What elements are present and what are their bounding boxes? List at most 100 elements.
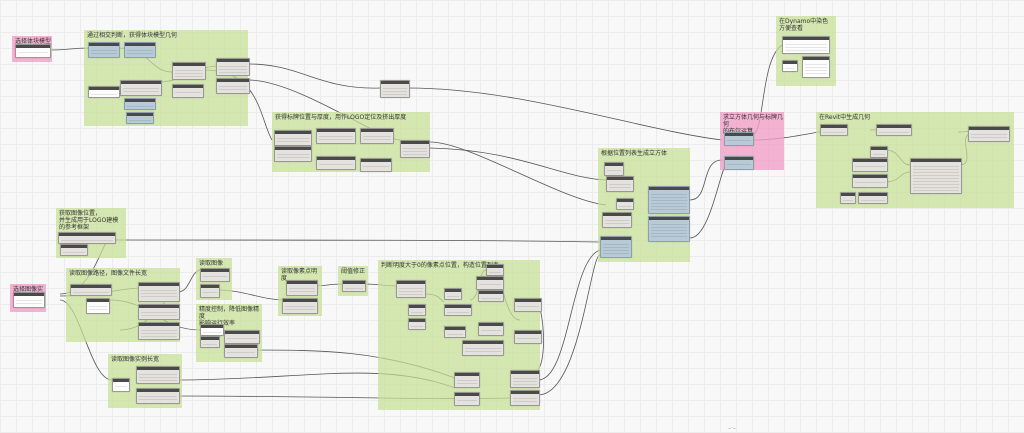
node-position-list[interactable] <box>510 390 540 406</box>
node-material[interactable] <box>852 158 888 172</box>
node-boolean[interactable] <box>126 112 154 124</box>
node-color-palette[interactable] <box>802 56 830 78</box>
node-cartesian[interactable] <box>444 304 472 316</box>
node-get-width[interactable] <box>136 366 180 384</box>
node-image-dimensions[interactable] <box>138 304 180 320</box>
node-number[interactable] <box>604 162 624 176</box>
node-point-by-coords[interactable] <box>514 298 542 312</box>
node-image-location[interactable] <box>58 232 116 244</box>
wire <box>407 87 723 141</box>
node-filter-by-bool[interactable] <box>476 276 504 290</box>
node-watch[interactable] <box>380 80 410 98</box>
node-list-flatten[interactable] <box>478 290 504 302</box>
wire <box>537 254 601 396</box>
group-title: 根据位置列表生成立方体 <box>601 150 668 157</box>
group-title: 读取图像路径，图像文件长宽 <box>69 270 148 277</box>
node-get-parameter[interactable] <box>70 284 112 296</box>
node-family-type[interactable] <box>876 124 912 136</box>
node-transpose[interactable] <box>444 326 466 338</box>
group-title: 获取图像位置， 并生成用于LOGO建模 的参考框架 <box>59 210 119 231</box>
node-transform[interactable] <box>510 370 540 388</box>
node-directshape-by-geometry[interactable] <box>910 158 962 194</box>
node-element-parameter[interactable] <box>274 146 312 162</box>
node-point[interactable] <box>60 244 88 256</box>
node-element-location[interactable] <box>274 130 312 146</box>
group-title: 通过相交判断，获得体块模型几何 <box>87 32 178 39</box>
node-geometry-intersect[interactable] <box>172 62 206 80</box>
wire <box>249 63 381 89</box>
node-list-create[interactable] <box>396 280 426 298</box>
node-number-slider[interactable] <box>200 324 224 336</box>
node-get-height[interactable] <box>136 388 180 404</box>
node-list-get[interactable] <box>216 78 250 94</box>
node-solid-union[interactable] <box>724 156 754 170</box>
node-coordinate-transform[interactable] <box>600 236 632 258</box>
node-boolean[interactable] <box>858 192 888 204</box>
node-translate[interactable] <box>514 330 542 344</box>
node-select-image[interactable] <box>13 292 45 308</box>
node-multiply[interactable] <box>454 392 480 406</box>
node-category[interactable] <box>870 146 888 158</box>
node-file-from-path[interactable] <box>200 268 230 282</box>
wire <box>689 164 727 239</box>
group-title: 读取图像实例长宽 <box>111 356 160 363</box>
group-title: 选择体块模型 <box>15 38 52 45</box>
node-list-filter[interactable] <box>216 58 250 76</box>
node-cuboid-width[interactable] <box>606 176 634 192</box>
node-plane-by-origin[interactable] <box>360 128 394 144</box>
wire <box>109 239 601 243</box>
node-list-index[interactable] <box>172 84 204 98</box>
node-bounding-box[interactable] <box>124 98 156 110</box>
node-filter[interactable] <box>124 42 156 58</box>
node-string-input[interactable] <box>86 298 110 314</box>
node-sequence[interactable] <box>408 304 426 316</box>
node-number[interactable] <box>408 318 426 330</box>
node-number[interactable] <box>616 198 634 210</box>
group-title: 读取图像 <box>199 260 224 267</box>
node-point-coordinates[interactable] <box>316 128 356 144</box>
group-title: 判断明度大于0的像素点位置，构造位置列表 <box>381 262 499 269</box>
group-title: 求立方体几何与标牌几何 的布尔运算 <box>723 114 784 135</box>
node-point-list[interactable] <box>462 340 504 356</box>
group-title: 精度控制，降低图像精度 影响运行效率 <box>199 306 260 327</box>
node-color-brightness[interactable] <box>282 298 318 314</box>
node-string-input[interactable] <box>112 378 130 392</box>
node-thickness[interactable] <box>316 156 356 170</box>
node-number[interactable] <box>360 158 392 172</box>
node-list-map[interactable] <box>486 264 504 276</box>
node-multiply[interactable] <box>224 344 258 358</box>
wire <box>537 249 601 381</box>
node-list-zip[interactable] <box>478 322 504 336</box>
node-greater-than[interactable] <box>342 280 366 292</box>
node-element-name[interactable] <box>852 174 888 188</box>
group-title: 在Revit中生成几何 <box>819 114 871 121</box>
node-image-pixels[interactable] <box>286 280 318 296</box>
wire <box>429 141 607 206</box>
wire <box>689 159 723 201</box>
node-code-block[interactable] <box>120 80 162 96</box>
node-element-geometry[interactable] <box>88 42 120 58</box>
node-math-round[interactable] <box>224 330 260 344</box>
node-string-input[interactable] <box>840 192 856 204</box>
node-import-instance[interactable] <box>820 124 848 136</box>
node-directshape[interactable] <box>968 126 1010 142</box>
node-cuboid-by-lengths[interactable] <box>648 186 690 214</box>
node-solid-difference[interactable] <box>724 132 754 146</box>
node-cuboid-height[interactable] <box>602 212 632 228</box>
node-range[interactable] <box>444 288 462 300</box>
node-select-model[interactable] <box>15 44 51 58</box>
node-image-read[interactable] <box>200 284 220 298</box>
node-color-input[interactable] <box>782 60 798 72</box>
node-divide[interactable] <box>200 336 220 348</box>
node-geometry-color[interactable] <box>782 36 830 54</box>
group-title: 获得标牌位置与厚度，用作LOGO定位及挤出厚度 <box>275 114 407 121</box>
node-cuboid-list[interactable] <box>648 216 690 242</box>
node-scale[interactable] <box>454 372 480 388</box>
node-file-path[interactable] <box>138 282 180 302</box>
group-title: 读取像素点明度 <box>281 268 318 282</box>
node-coordinate-system[interactable] <box>400 140 430 158</box>
node-list-get[interactable] <box>138 322 180 340</box>
group-title: 在Dynamo中染色 方便查看 <box>779 18 829 32</box>
node-string-input[interactable] <box>88 86 120 98</box>
